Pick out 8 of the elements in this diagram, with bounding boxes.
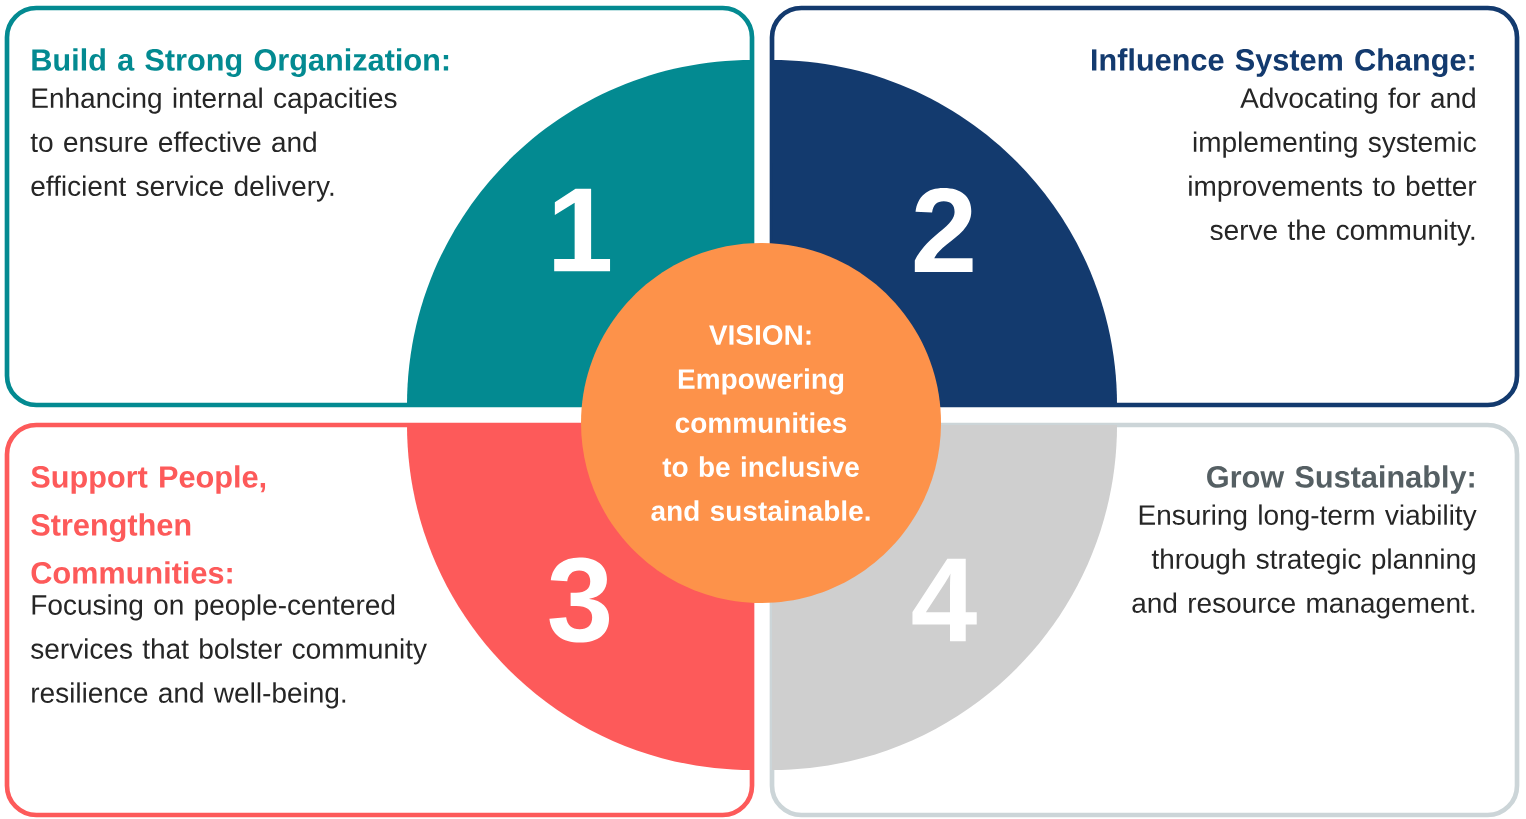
card-heading: Support People, Strengthen Communities: [31,465,266,584]
body-text: Enhancing internal capacities to ensure effective and efficient service delivery. [30,87,397,202]
card-heading: Influence System Change: [1091,48,1474,77]
card-heading: Grow Sustainably: [1207,465,1474,494]
body-text: Focusing on people-centered services that bolster community resilience and well-being. [31,594,427,709]
body-text: Advocating for and implementing systemic improvements to better serve the community. [1189,87,1477,246]
body-text: Ensuring long-term viability through strategic planning and resource management. [1132,504,1477,619]
card-heading: Build a Strong Organization: [32,48,449,77]
